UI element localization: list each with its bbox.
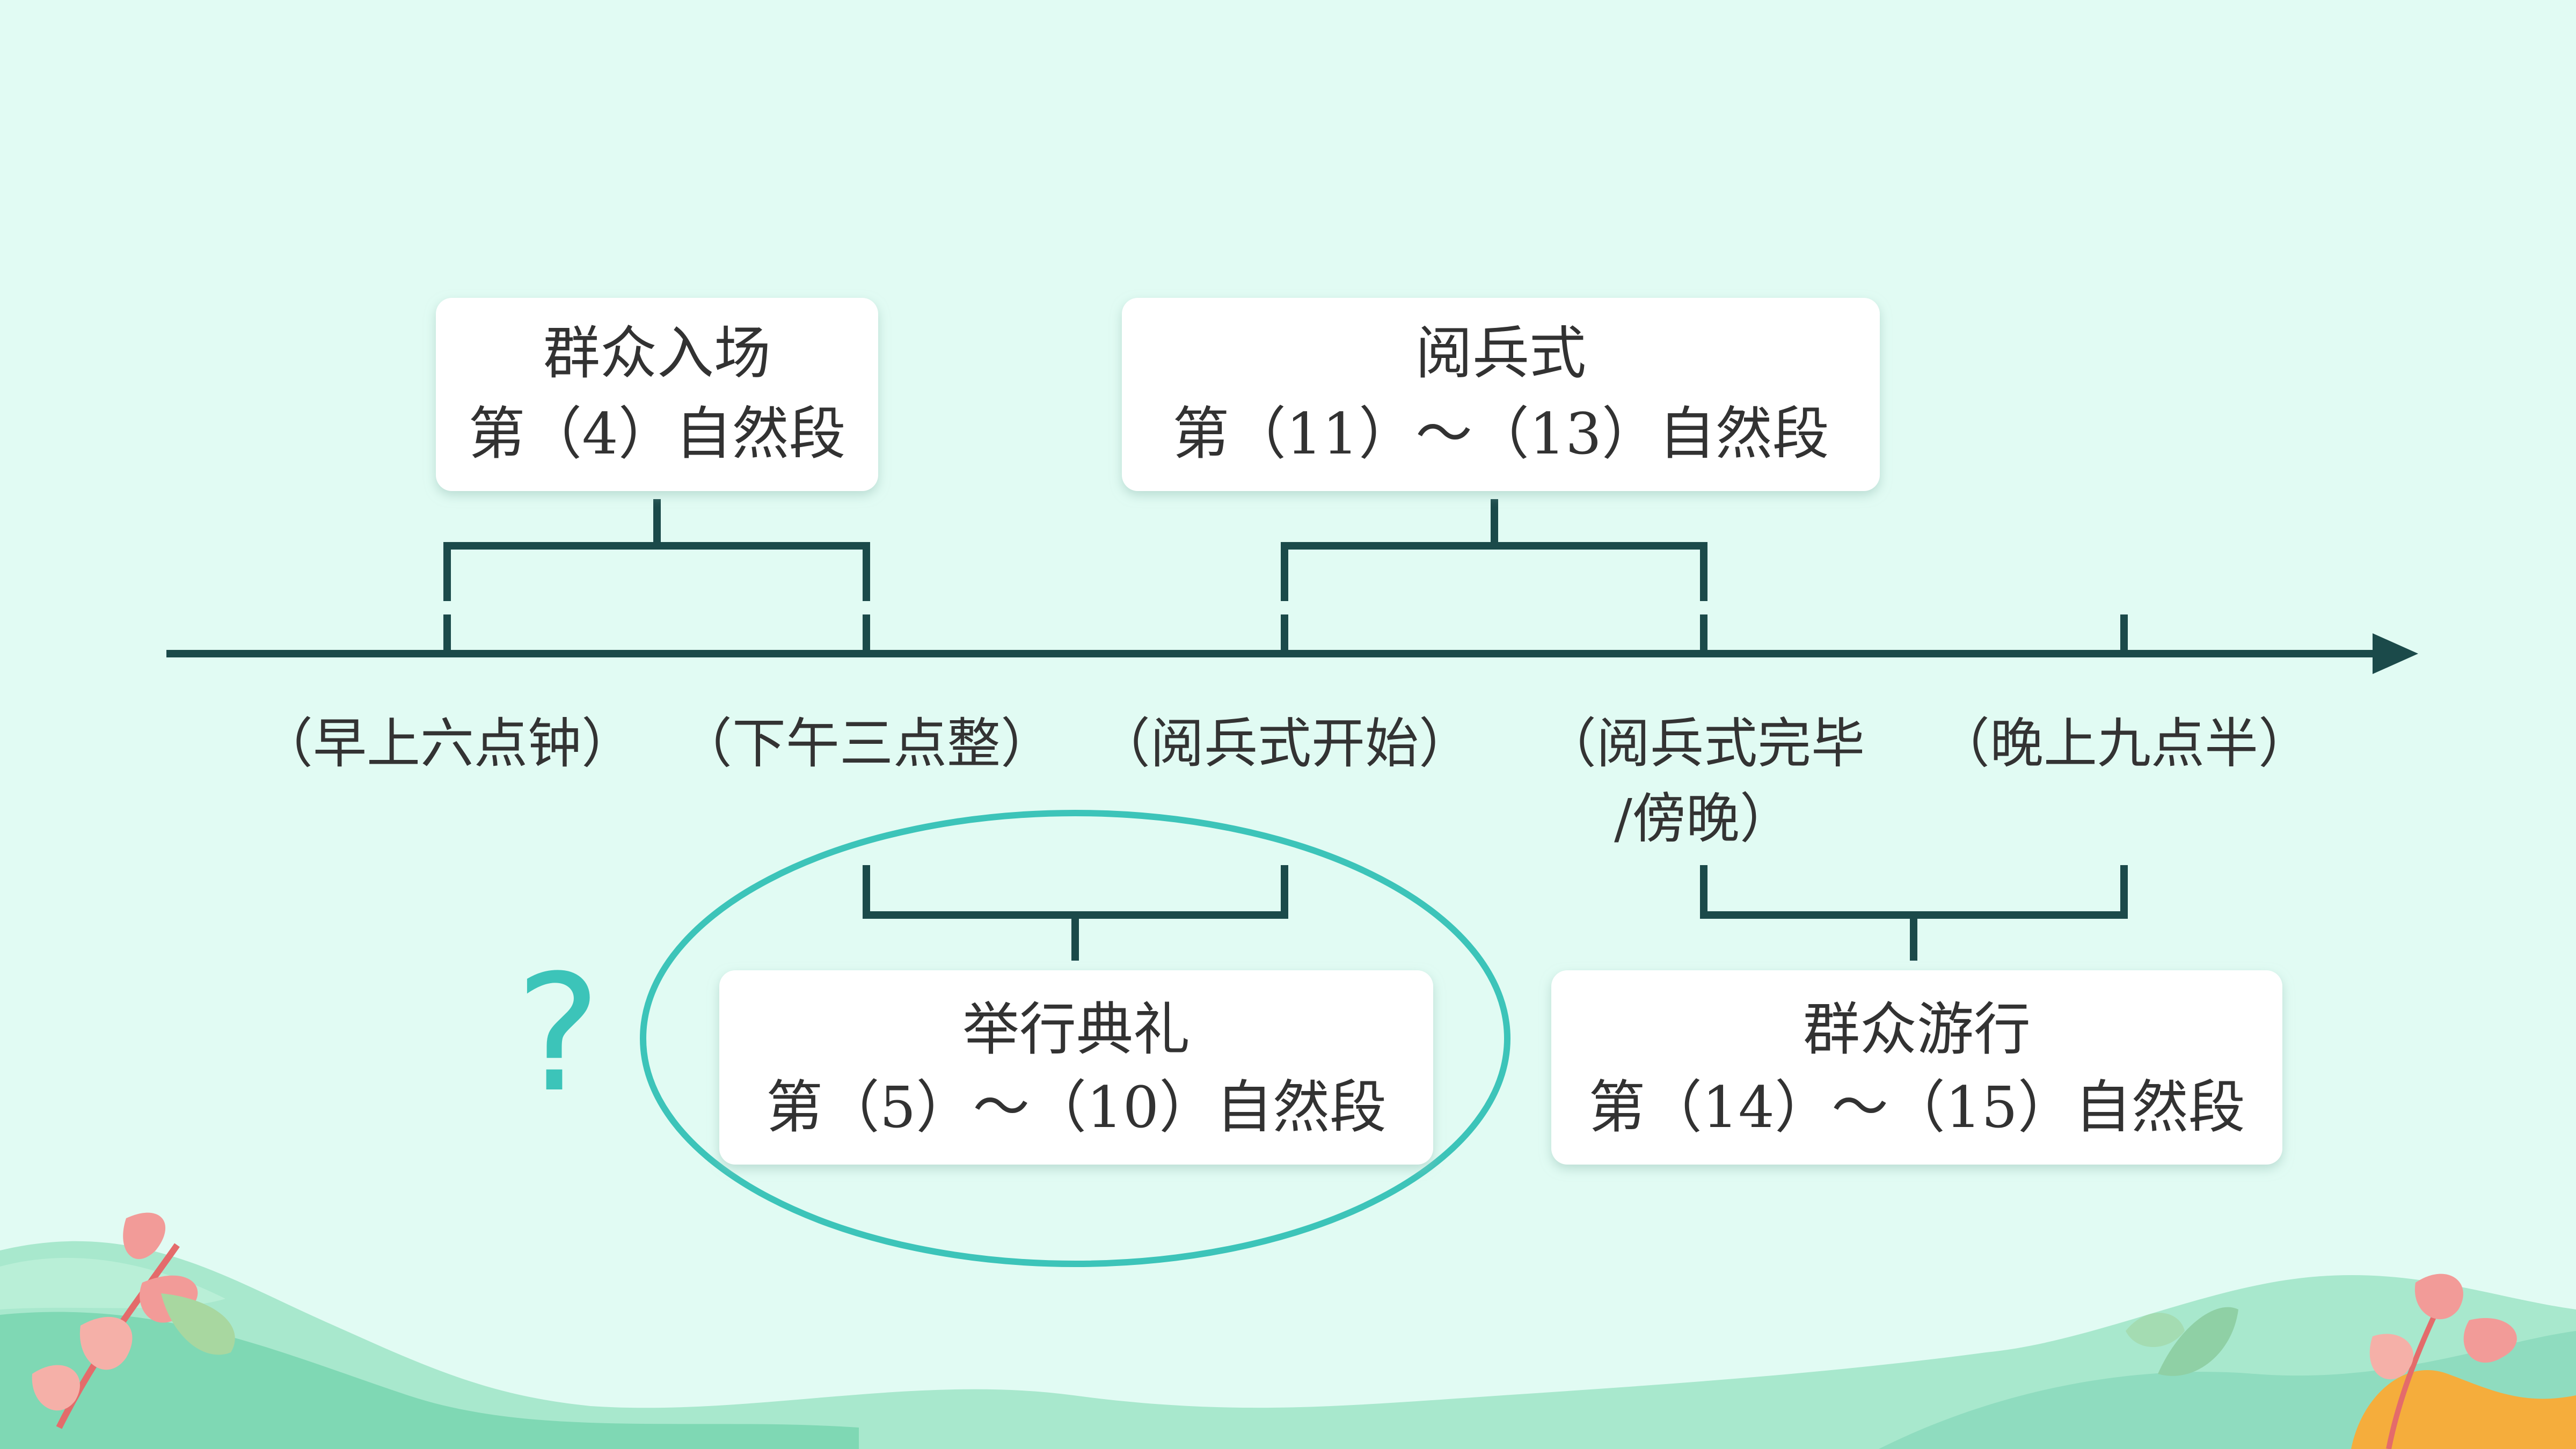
arrow-head — [2373, 633, 2418, 674]
leaf-decoration — [32, 1212, 235, 1429]
timeline-axis — [166, 633, 2418, 674]
box-ceremony-title: 举行典礼 — [962, 997, 1190, 1063]
time-label-morning: （早上六点钟） — [259, 712, 635, 775]
time-label-dusk: /傍晚） — [1614, 787, 1793, 850]
bracket-entry — [443, 499, 870, 601]
box-parade-title: 阅兵式 — [1415, 320, 1586, 386]
bracket-procession — [1700, 865, 2128, 961]
bracket-ceremony — [863, 865, 1288, 961]
timeline-ticks — [443, 614, 2128, 654]
box-procession: 群众游行 第（14）～（15）自然段 — [1551, 970, 2282, 1165]
box-entry-paragraphs: 第（4）自然段 — [468, 401, 845, 467]
box-procession-paragraphs: 第（14）～（15）自然段 — [1588, 1074, 2245, 1140]
box-entry-title: 群众入场 — [543, 320, 771, 386]
box-entry: 群众入场 第（4）自然段 — [436, 298, 878, 491]
time-label-parade-start: （阅兵式开始） — [1097, 712, 1472, 775]
highlight-circle — [640, 810, 1510, 1267]
box-parade: 阅兵式 第（11）～（13）自然段 — [1122, 298, 1880, 491]
box-ceremony-paragraphs: 第（5）～（10）自然段 — [766, 1074, 1386, 1140]
timeline-labels: （早上六点钟） （下午三点整） （阅兵式开始） （阅兵式完毕 /傍晚） （晚上九… — [259, 712, 2312, 850]
box-procession-title: 群众游行 — [1803, 997, 2031, 1063]
question-mark: ? — [515, 940, 601, 1128]
time-label-parade-end: （阅兵式完毕 — [1543, 712, 1865, 775]
time-label-night: （晚上九点半） — [1936, 712, 2312, 775]
bracket-parade — [1281, 499, 1707, 601]
leaf-decoration — [2126, 1274, 2517, 1449]
box-ceremony: 举行典礼 第（5）～（10）自然段 — [719, 970, 1433, 1165]
time-label-afternoon: （下午三点整） — [678, 712, 1054, 775]
box-parade-paragraphs: 第（11）～（13）自然段 — [1172, 401, 1829, 467]
